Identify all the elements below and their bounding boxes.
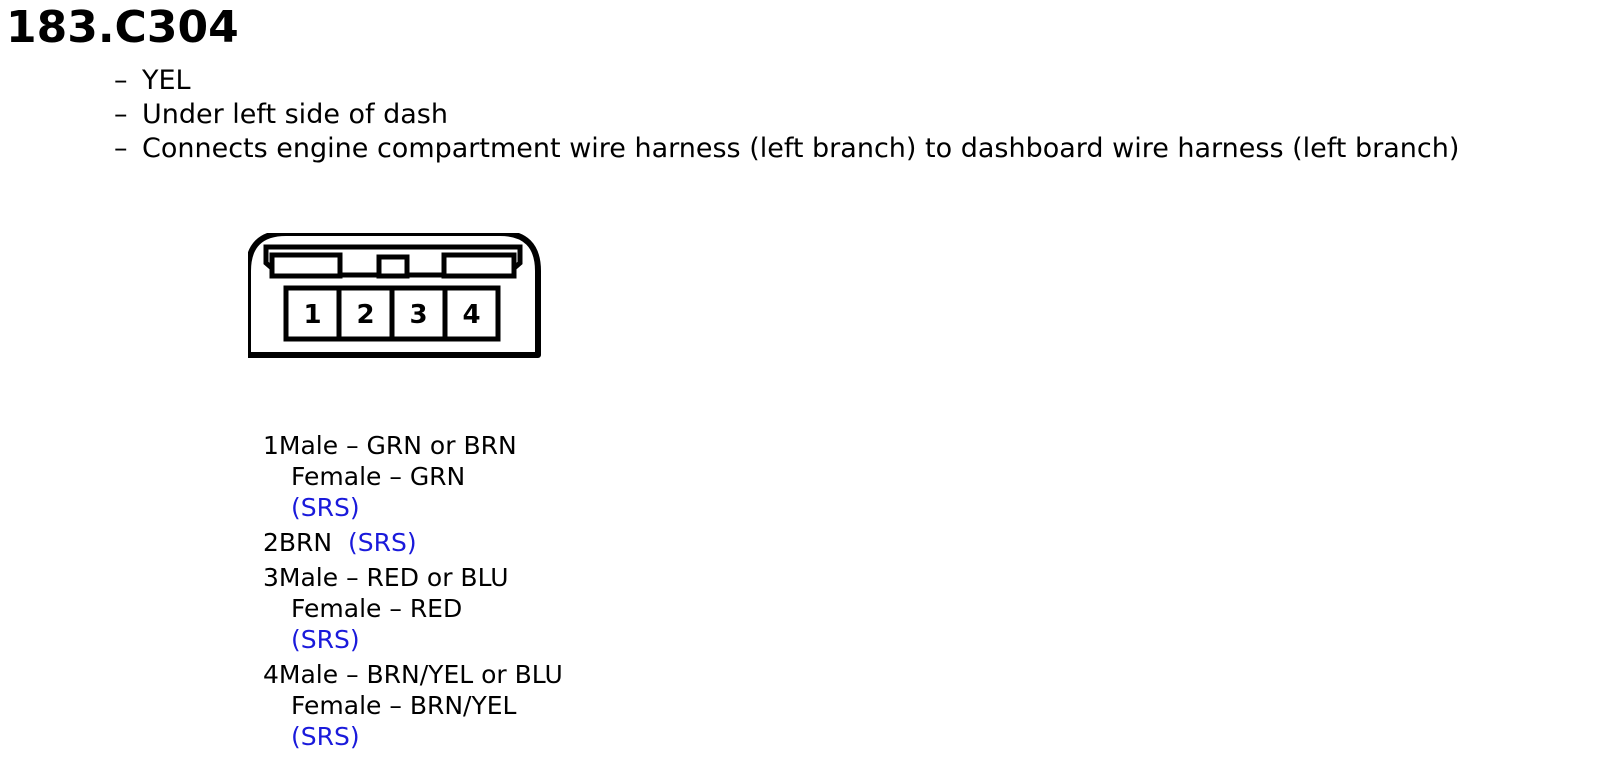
pin-label-1: 1 bbox=[303, 300, 321, 330]
pin-cell-2 bbox=[336, 285, 395, 342]
female-wire-color: RED bbox=[409, 594, 463, 623]
dash: – bbox=[346, 563, 359, 592]
female-label: Female bbox=[291, 462, 382, 491]
female-label: Female bbox=[291, 691, 382, 720]
connector-housing bbox=[248, 233, 541, 358]
pin-number: 2 bbox=[263, 528, 279, 557]
latch-slot-left bbox=[269, 252, 343, 279]
connector-properties: –YEL –Under left side of dash –Connects … bbox=[114, 64, 1459, 166]
pin-number: 1 bbox=[263, 431, 279, 460]
pin-1-female: Female – GRN bbox=[263, 461, 563, 492]
male-wire-color: RED or BLU bbox=[366, 563, 509, 592]
property-color-text: YEL bbox=[142, 65, 191, 96]
connector-face-diagram: 1 2 3 4 bbox=[248, 233, 541, 358]
pin-label-2: 2 bbox=[356, 300, 374, 330]
dash: – bbox=[389, 691, 402, 720]
latch-slot-right bbox=[441, 252, 517, 279]
pin-3-female: Female – RED bbox=[263, 593, 563, 624]
female-label: Female bbox=[291, 594, 382, 623]
pin-2-wire: 2BRN (SRS) bbox=[263, 527, 563, 558]
dash: – bbox=[389, 462, 402, 491]
dash: – bbox=[346, 431, 359, 460]
male-label: Male bbox=[278, 660, 339, 689]
pin-entry-4: 4Male – BRN/YEL or BLU Female – BRN/YEL … bbox=[263, 659, 563, 752]
pin-entry-1: 1Male – GRN or BRN Female – GRN (SRS) bbox=[263, 430, 563, 523]
system-link[interactable]: (SRS) bbox=[348, 528, 417, 557]
pin-label-3: 3 bbox=[409, 300, 427, 330]
pin-1-system: (SRS) bbox=[263, 492, 563, 523]
pin-list: 1Male – GRN or BRN Female – GRN (SRS) 2B… bbox=[263, 430, 563, 756]
property-location-text: Under left side of dash bbox=[142, 99, 448, 130]
pin-3-male: 3Male – RED or BLU bbox=[263, 562, 563, 593]
dash: – bbox=[389, 594, 402, 623]
pin-cell-4 bbox=[442, 285, 501, 342]
pin-number: 4 bbox=[263, 660, 279, 689]
pin-1-male: 1Male – GRN or BRN bbox=[263, 430, 563, 461]
male-label: Male bbox=[278, 563, 339, 592]
pin-label-4: 4 bbox=[462, 300, 480, 330]
male-wire-color: GRN or BRN bbox=[366, 431, 517, 460]
pin-4-system: (SRS) bbox=[263, 721, 563, 752]
pin-entry-2: 2BRN (SRS) bbox=[263, 527, 563, 558]
property-connects: –Connects engine compartment wire harnes… bbox=[114, 132, 1459, 166]
connector-title: 183.C304 bbox=[6, 2, 239, 53]
system-link[interactable]: (SRS) bbox=[291, 493, 360, 522]
female-wire-color: GRN bbox=[409, 462, 466, 491]
male-label: Male bbox=[278, 431, 339, 460]
dash: – bbox=[114, 99, 128, 130]
latch-slot-center bbox=[376, 254, 410, 279]
dash: – bbox=[114, 133, 128, 164]
property-connects-text: Connects engine compartment wire harness… bbox=[142, 133, 1460, 164]
property-color: –YEL bbox=[114, 64, 1459, 98]
pin-4-male: 4Male – BRN/YEL or BLU bbox=[263, 659, 563, 690]
pin-number: 3 bbox=[263, 563, 279, 592]
pin-entry-3: 3Male – RED or BLU Female – RED (SRS) bbox=[263, 562, 563, 655]
system-link[interactable]: (SRS) bbox=[291, 722, 360, 751]
wire-color: BRN bbox=[278, 528, 333, 557]
property-location: –Under left side of dash bbox=[114, 98, 1459, 132]
male-wire-color: BRN/YEL or BLU bbox=[366, 660, 563, 689]
dash: – bbox=[346, 660, 359, 689]
pin-4-female: Female – BRN/YEL bbox=[263, 690, 563, 721]
female-wire-color: BRN/YEL bbox=[409, 691, 517, 720]
system-link[interactable]: (SRS) bbox=[291, 625, 360, 654]
pin-3-system: (SRS) bbox=[263, 624, 563, 655]
dash: – bbox=[114, 65, 128, 96]
